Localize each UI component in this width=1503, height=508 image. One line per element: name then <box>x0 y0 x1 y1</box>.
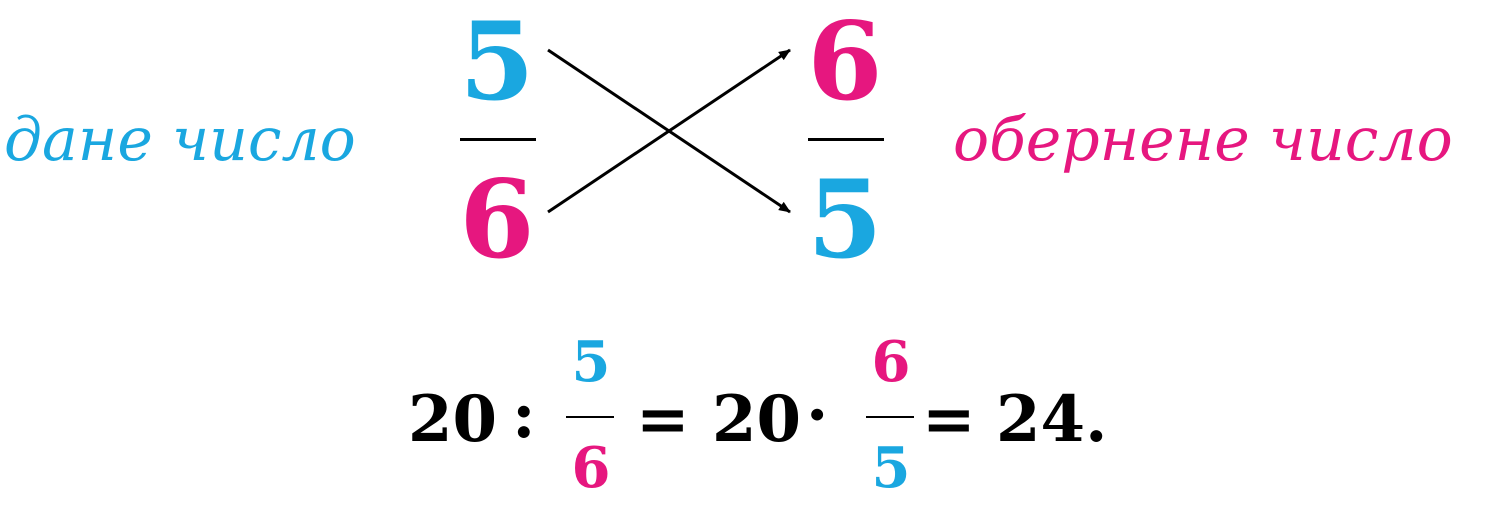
frac2-numerator: 6 <box>871 329 911 395</box>
reciprocal-number-label: обернене число <box>953 105 1453 175</box>
arrow-up <box>547 48 791 214</box>
multiplier: 20 <box>712 382 802 457</box>
reciprocal-fraction-bar <box>808 138 884 141</box>
frac2-bar <box>866 416 914 418</box>
equals-sign-1: = <box>636 382 690 457</box>
given-fraction-bar <box>460 138 536 141</box>
given-number-label: дане число <box>4 105 356 175</box>
frac1-bar <box>566 416 614 418</box>
times-sign: · <box>806 378 829 453</box>
reciprocal-denominator: 5 <box>807 157 883 283</box>
divide-sign: : <box>512 378 536 453</box>
given-numerator: 5 <box>459 0 535 125</box>
given-denominator: 6 <box>459 157 535 283</box>
frac1-denominator: 6 <box>571 435 611 501</box>
frac1-numerator: 5 <box>571 329 611 395</box>
result: 24. <box>996 382 1108 457</box>
frac2-denominator: 5 <box>871 435 911 501</box>
reciprocal-numerator: 6 <box>807 0 883 125</box>
equals-sign-2: = <box>922 382 976 457</box>
dividend: 20 <box>408 382 498 457</box>
